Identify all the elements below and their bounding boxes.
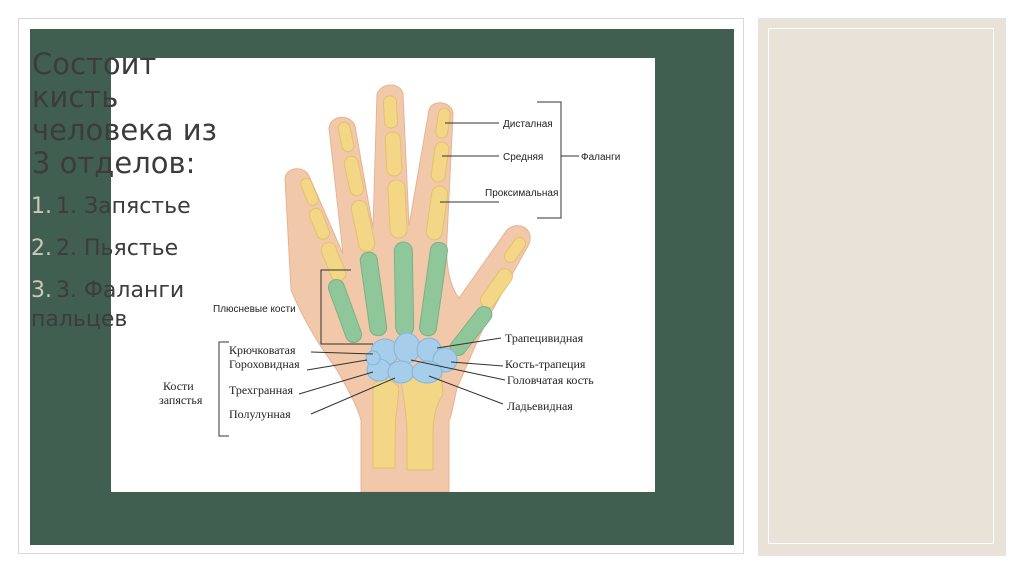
pisiform-bone — [365, 350, 381, 366]
phalanges-bracket — [537, 101, 562, 219]
hand-anatomy-figure: Дисталная Средняя Проксимальная Фаланги … — [111, 58, 655, 492]
list-item-number: 1. — [31, 194, 52, 219]
little-middle-bone — [308, 207, 331, 240]
label-lunate: Полулунная — [229, 407, 291, 421]
label-distal: Дисталная — [503, 119, 553, 130]
hand-diagram: Дисталная Средняя Проксимальная Фаланги … — [159, 84, 620, 492]
index-proximal-bone — [425, 185, 449, 241]
label-pisiform: Гороховидная — [229, 357, 300, 371]
label-scaphoid: Ладьевидная — [507, 399, 573, 413]
ring-metacarpal-bone — [359, 251, 388, 337]
list-item-text: 3. Фаланги пальцев — [31, 278, 185, 332]
list-item-text: 2. Пьястье — [56, 236, 179, 261]
middle-metacarpal-bone — [393, 241, 415, 337]
label-middle: Средняя — [503, 152, 543, 163]
text-panel-border — [768, 28, 994, 544]
list-item: 1.1. Запястье — [31, 192, 241, 221]
ulna-bone — [372, 379, 400, 469]
text-panel — [758, 18, 1006, 556]
metatarsal-bracket — [320, 269, 373, 345]
list-item-text: 1. Запястье — [56, 194, 191, 219]
label-wrist-bones-2: запястья — [159, 393, 203, 407]
little-distal-bone — [300, 177, 319, 206]
phalanges-bones — [300, 95, 527, 471]
metacarpal-bones — [327, 241, 493, 357]
middle-proximal-bone — [387, 179, 408, 239]
list-item-number: 2. — [31, 236, 52, 261]
slide-title: Состоит кисть человека из 3 отделов: — [32, 47, 217, 180]
index-middle-bone — [430, 141, 450, 183]
scaphoid-bone — [411, 360, 443, 384]
list-item: 2.2. Пьястье — [31, 234, 241, 263]
wrist-bones-bracket — [218, 341, 229, 437]
capitate-bone — [393, 332, 421, 364]
label-metatarsal: Плюсневые кости — [213, 304, 296, 315]
middle-middle-bone — [384, 131, 403, 177]
label-leader-lines — [218, 101, 579, 437]
little-metacarpal-bone — [327, 279, 363, 343]
label-triquetral: Трехгранная — [229, 383, 293, 397]
index-distal-bone — [435, 107, 451, 139]
label-capitate: Головчатая кость — [507, 373, 594, 387]
label-trapezoid: Трапецивидная — [505, 331, 584, 345]
carpal-bones — [365, 332, 458, 384]
label-wrist-bones-1: Кости — [163, 379, 194, 393]
list-item-number: 3. — [31, 278, 52, 303]
ring-proximal-bone — [350, 199, 376, 253]
thumb-distal-bone — [503, 236, 527, 264]
ring-distal-bone — [337, 121, 355, 153]
label-hamate: Крючковатая — [229, 343, 296, 357]
ring-middle-bone — [343, 155, 365, 197]
label-proximal: Проксимальная — [485, 188, 558, 199]
label-phalanges: Фаланги — [581, 152, 620, 163]
middle-distal-bone — [382, 95, 399, 129]
bullet-list: 1.1. Запястье 2.2. Пьястье 3.3. Фаланги … — [31, 192, 241, 347]
index-metacarpal-bone — [419, 241, 448, 337]
list-item: 3.3. Фаланги пальцев — [31, 276, 241, 334]
label-trapezium: Кость-трапеция — [505, 357, 586, 371]
